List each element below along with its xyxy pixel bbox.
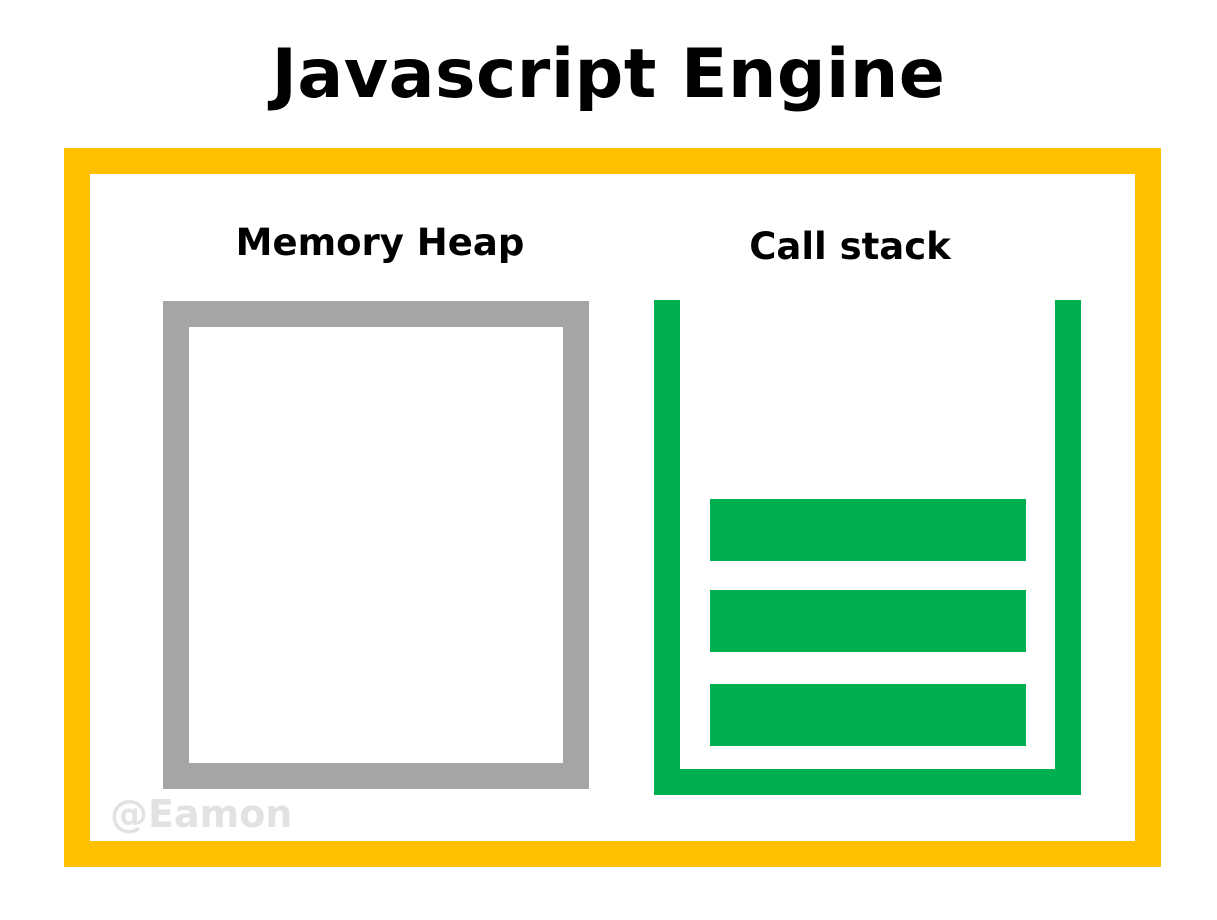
page-title: Javascript Engine — [271, 35, 946, 114]
memory-heap-label: Memory Heap — [235, 221, 525, 264]
call-stack-label: Call stack — [749, 225, 951, 268]
call-stack-frame — [710, 590, 1026, 652]
watermark: @Eamon — [110, 792, 293, 836]
call-stack-frame — [710, 499, 1026, 561]
memory-heap-box — [163, 301, 589, 789]
call-stack-frame — [710, 684, 1026, 746]
